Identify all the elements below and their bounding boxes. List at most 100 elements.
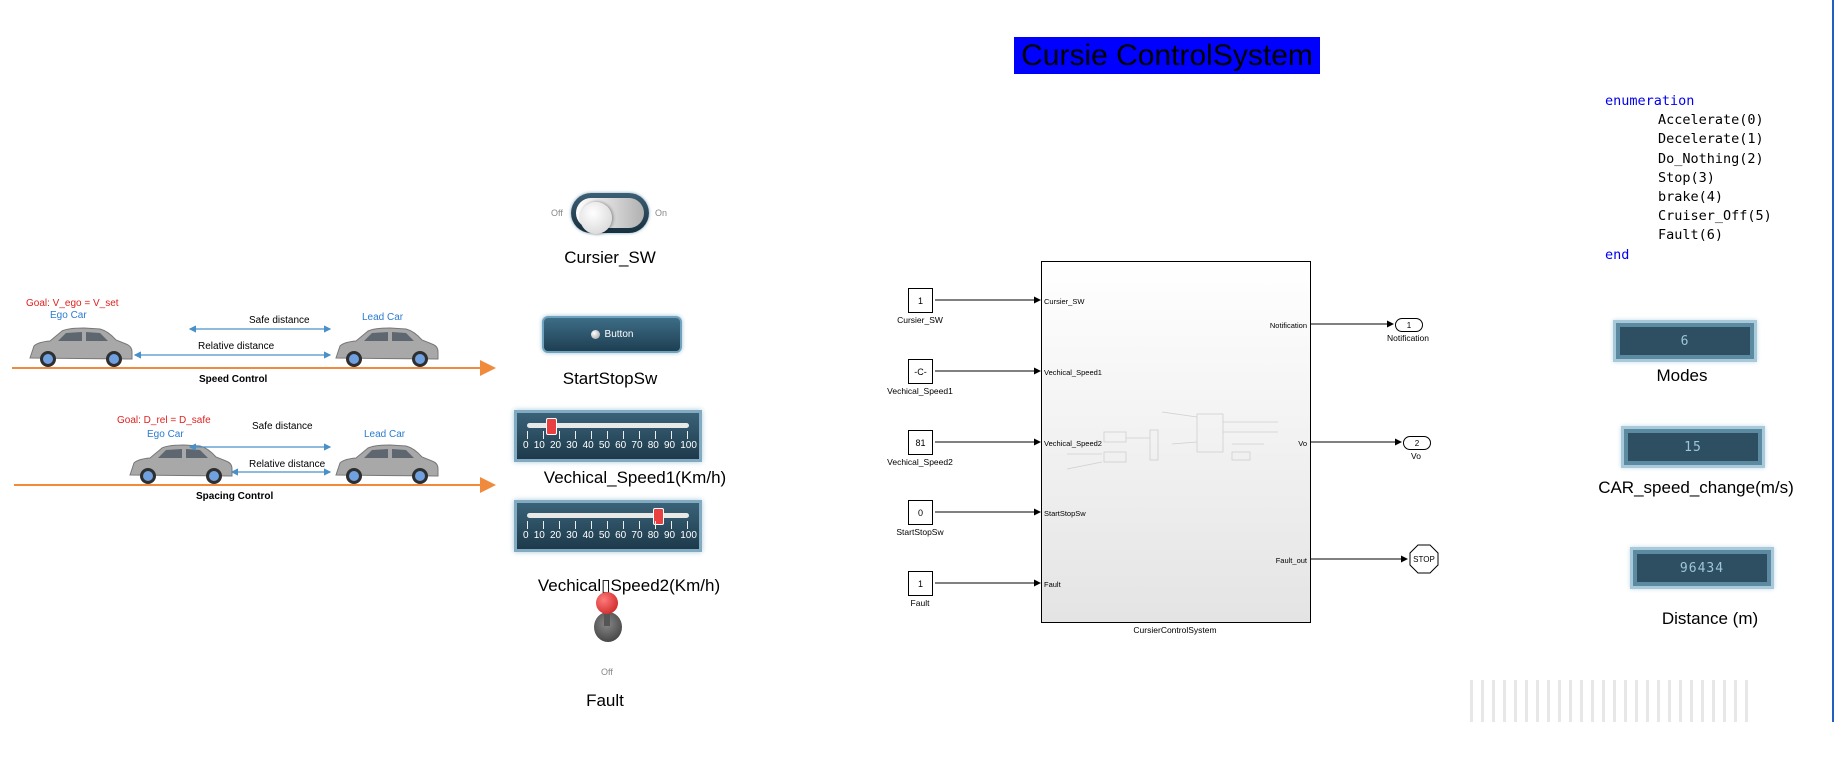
constant-block[interactable]: 1 — [908, 571, 933, 596]
inport-label: StartStopSw — [1044, 509, 1086, 518]
subsystem-preview — [1066, 411, 1278, 470]
speed2-label: Vechical▯Speed2(Km/h) — [537, 576, 721, 595]
block-name-label: Cursier_SW — [897, 315, 943, 325]
modes-value: 6 — [1620, 327, 1750, 355]
constant-block[interactable]: 81 — [908, 430, 933, 455]
relative-distance-label: Relative distance — [249, 459, 326, 470]
slider-track — [527, 513, 689, 518]
model-signal-lines — [935, 296, 1408, 587]
faded-artifact — [1470, 680, 1750, 722]
block-name-label: Vechical_Speed2 — [887, 457, 953, 467]
constant-block[interactable]: -C- — [908, 359, 933, 384]
stop-text: STOP — [1413, 555, 1435, 564]
start-stop-label: StartStopSw — [562, 369, 658, 388]
inport-label: Cursier_SW — [1044, 297, 1085, 306]
toggle-on-label: On — [655, 208, 668, 218]
slider-tick-label: 60 — [615, 530, 627, 541]
ego-car-label: Ego Car — [147, 429, 184, 440]
slider-tick-label: 10 — [533, 530, 545, 541]
slider-tick-label: 80 — [647, 530, 659, 541]
outport-block[interactable]: 2 — [1403, 436, 1431, 450]
page-title: Cursie ControlSystem — [1014, 37, 1320, 74]
relative-distance-label: Relative distance — [198, 341, 275, 352]
slider-tick-label: 50 — [598, 530, 610, 541]
outport-label: Fault_out — [1275, 556, 1307, 565]
enum-member: Do_Nothing(2) — [1658, 150, 1764, 167]
block-name-label: StartStopSw — [896, 527, 944, 537]
slider-tick-label: 20 — [550, 440, 562, 451]
speed-control-caption: Speed Control — [199, 374, 268, 385]
stop-sign-icon: STOP — [1409, 544, 1439, 574]
slider-tick-label: 90 — [663, 530, 676, 541]
car-speed-change-label: CAR_speed_change(m/s) — [1598, 478, 1794, 497]
lead-car-label: Lead Car — [362, 312, 404, 323]
toggle-inner — [576, 198, 644, 234]
slider-tick-label: 100 — [680, 530, 697, 541]
block-name-label: Vechical_Speed1 — [887, 386, 953, 396]
toggle-knob[interactable] — [580, 202, 612, 234]
cursier-control-subsystem[interactable]: Cursier_SW Vechical_Speed1 Vechical_Spee… — [1041, 261, 1311, 623]
outport-block[interactable]: 1 — [1395, 318, 1423, 332]
enum-member: Cruiser_Off(5) — [1658, 208, 1772, 225]
slider-tick-label: 20 — [550, 530, 562, 541]
enum-member: Accelerate(0) — [1658, 112, 1764, 129]
stop-block[interactable]: STOP — [1409, 544, 1439, 574]
block-name-label: Notification — [1386, 333, 1430, 343]
slider-tick-label: 70 — [631, 530, 643, 541]
lead-car-label: Lead Car — [364, 429, 406, 440]
ego-car-icon — [129, 444, 233, 485]
lead-car-icon — [335, 327, 439, 368]
distance-value: 96434 — [1637, 554, 1767, 582]
adaptive-cruise-diagram — [12, 325, 496, 493]
slider-ticks — [527, 521, 689, 529]
safe-distance-label: Safe distance — [252, 421, 313, 432]
slider-tick-label: 60 — [615, 440, 627, 451]
modes-display: 6 — [1613, 320, 1757, 362]
inport-label: Fault — [1044, 580, 1061, 589]
slider-tick-label: 50 — [598, 440, 610, 451]
button-text: Button — [604, 329, 634, 340]
slider-tick-label: 70 — [631, 440, 643, 451]
ego-car-icon — [29, 327, 133, 368]
spacing-goal-label: Goal: D_rel = D_safe — [117, 415, 211, 426]
slider-tick-label: 0 — [523, 440, 529, 451]
slider-ticks — [527, 431, 689, 439]
slider-tick-label: 40 — [582, 440, 594, 451]
cursier-sw-toggle[interactable] — [571, 193, 649, 234]
constant-block[interactable]: 1 — [908, 288, 933, 313]
subsystem-name-label: CursierControlSystem — [1133, 625, 1217, 635]
lead-car-icon — [335, 444, 439, 485]
speed1-label: Vechical_Speed1(Km/h) — [543, 468, 727, 487]
inport-label: Vechical_Speed1 — [1044, 368, 1102, 377]
car-speed-change-value: 15 — [1628, 433, 1758, 461]
distance-display: 96434 — [1630, 547, 1774, 589]
vertical-scrollbar[interactable] — [1832, 0, 1834, 722]
cursier-sw-label: Cursier_SW — [564, 248, 656, 267]
distance-label: Distance (m) — [1661, 609, 1759, 628]
slider-tick-label: 30 — [566, 530, 578, 541]
constant-block[interactable]: 0 — [908, 500, 933, 525]
outport-label: Vo — [1298, 439, 1307, 448]
car-speed-change-display: 15 — [1621, 426, 1765, 468]
enum-member: Stop(3) — [1658, 169, 1715, 186]
slider-tick-label: 30 — [566, 440, 578, 451]
enum-member: brake(4) — [1658, 189, 1724, 206]
slider-tick-label: 80 — [647, 440, 659, 451]
start-stop-button[interactable]: Button — [542, 316, 682, 353]
ego-car-label: Ego Car — [50, 310, 87, 321]
enum-keyword-end: end — [1605, 246, 1630, 263]
block-name-label: Vo — [1411, 451, 1421, 461]
slider-tick-label: 40 — [582, 530, 594, 541]
outport-label: Notification — [1269, 321, 1307, 330]
inport-label: Vechical_Speed2 — [1044, 439, 1102, 448]
button-led-icon — [590, 330, 600, 339]
fault-lever-knob[interactable] — [596, 592, 618, 614]
safe-distance-label: Safe distance — [249, 315, 310, 326]
enumeration-code: enumeration Accelerate(0) Decelerate(1) … — [1605, 92, 1772, 265]
enum-member: Fault(6) — [1658, 227, 1724, 244]
slider-tick-label: 10 — [533, 440, 545, 451]
